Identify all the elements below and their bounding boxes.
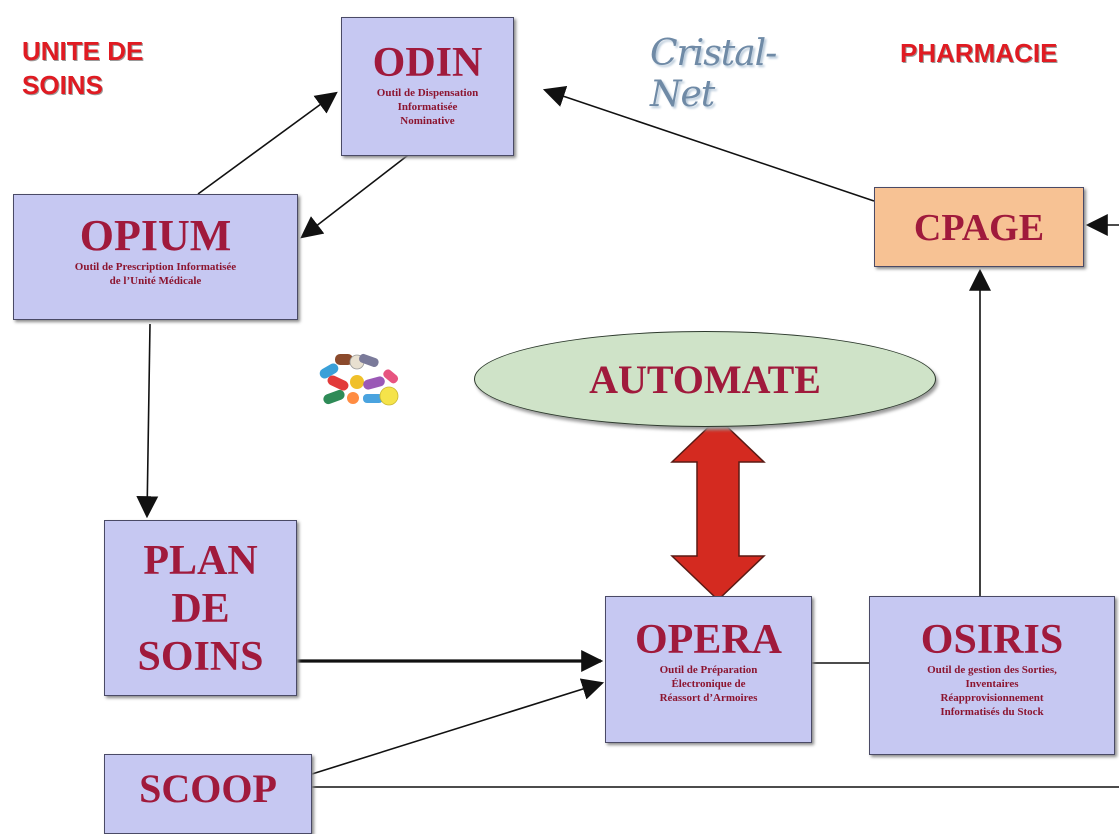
node-osiris-subtitle: Outil de gestion des Sorties, Inventaire…	[927, 664, 1057, 718]
pharmacie-label: PHARMACIE	[900, 36, 1110, 70]
node-opera: OPERA Outil de Préparation Électronique …	[605, 596, 812, 743]
cristal-net-logo: Cristal-Net	[650, 33, 820, 115]
cristal-net-logo-text: Cristal-Net	[650, 33, 777, 115]
diagram-canvas: UNITE DE SOINS PHARMACIE Cristal-Net ODI…	[13, 17, 1119, 834]
node-scoop-title: SCOOP	[139, 766, 277, 811]
node-cpage-title: CPAGE	[913, 207, 1045, 249]
node-automate-title: AUTOMATE	[589, 357, 821, 402]
node-opium-title: OPIUM	[79, 211, 232, 260]
node-cpage: CPAGE	[874, 187, 1084, 267]
node-opium-subtitle: Outil de Prescription Informatisée de l’…	[74, 261, 237, 287]
node-scoop: SCOOP	[104, 754, 312, 834]
unite-de-soins-text: UNITE DE SOINS	[22, 36, 144, 100]
double-arrow-automate-opera	[670, 416, 766, 602]
node-automate: AUTOMATE	[474, 331, 936, 427]
arrow-opium-to-odin	[197, 91, 338, 195]
arrow-odin-to-opium	[300, 148, 417, 239]
node-opera-title: OPERA	[635, 617, 782, 663]
arrow-opium-to-plan	[136, 323, 159, 519]
node-opera-subtitle: Outil de Préparation Électronique de Réa…	[659, 664, 758, 704]
arrow-scoop-to-opera	[311, 678, 605, 775]
node-opium: OPIUM Outil de Prescription Informatisée…	[13, 194, 298, 320]
unite-de-soins-label: UNITE DE SOINS	[22, 34, 192, 102]
node-odin-subtitle: Outil de Dispensation Informatisée Nomin…	[376, 87, 479, 127]
node-odin: ODIN Outil de Dispensation Informatisée …	[341, 17, 514, 156]
pills-icon	[319, 353, 399, 406]
connector-layer	[136, 85, 1119, 788]
node-odin-title: ODIN	[372, 40, 483, 86]
pharmacie-text: PHARMACIE	[900, 38, 1058, 68]
node-osiris-title: OSIRIS	[920, 617, 1064, 663]
node-plan-de-soins: PLAN DE SOINS	[104, 520, 297, 696]
node-osiris: OSIRIS Outil de gestion des Sorties, Inv…	[869, 596, 1115, 755]
arrow-cpage-to-odin	[542, 85, 875, 202]
node-plan-de-soins-title: PLAN DE SOINS	[137, 538, 264, 680]
